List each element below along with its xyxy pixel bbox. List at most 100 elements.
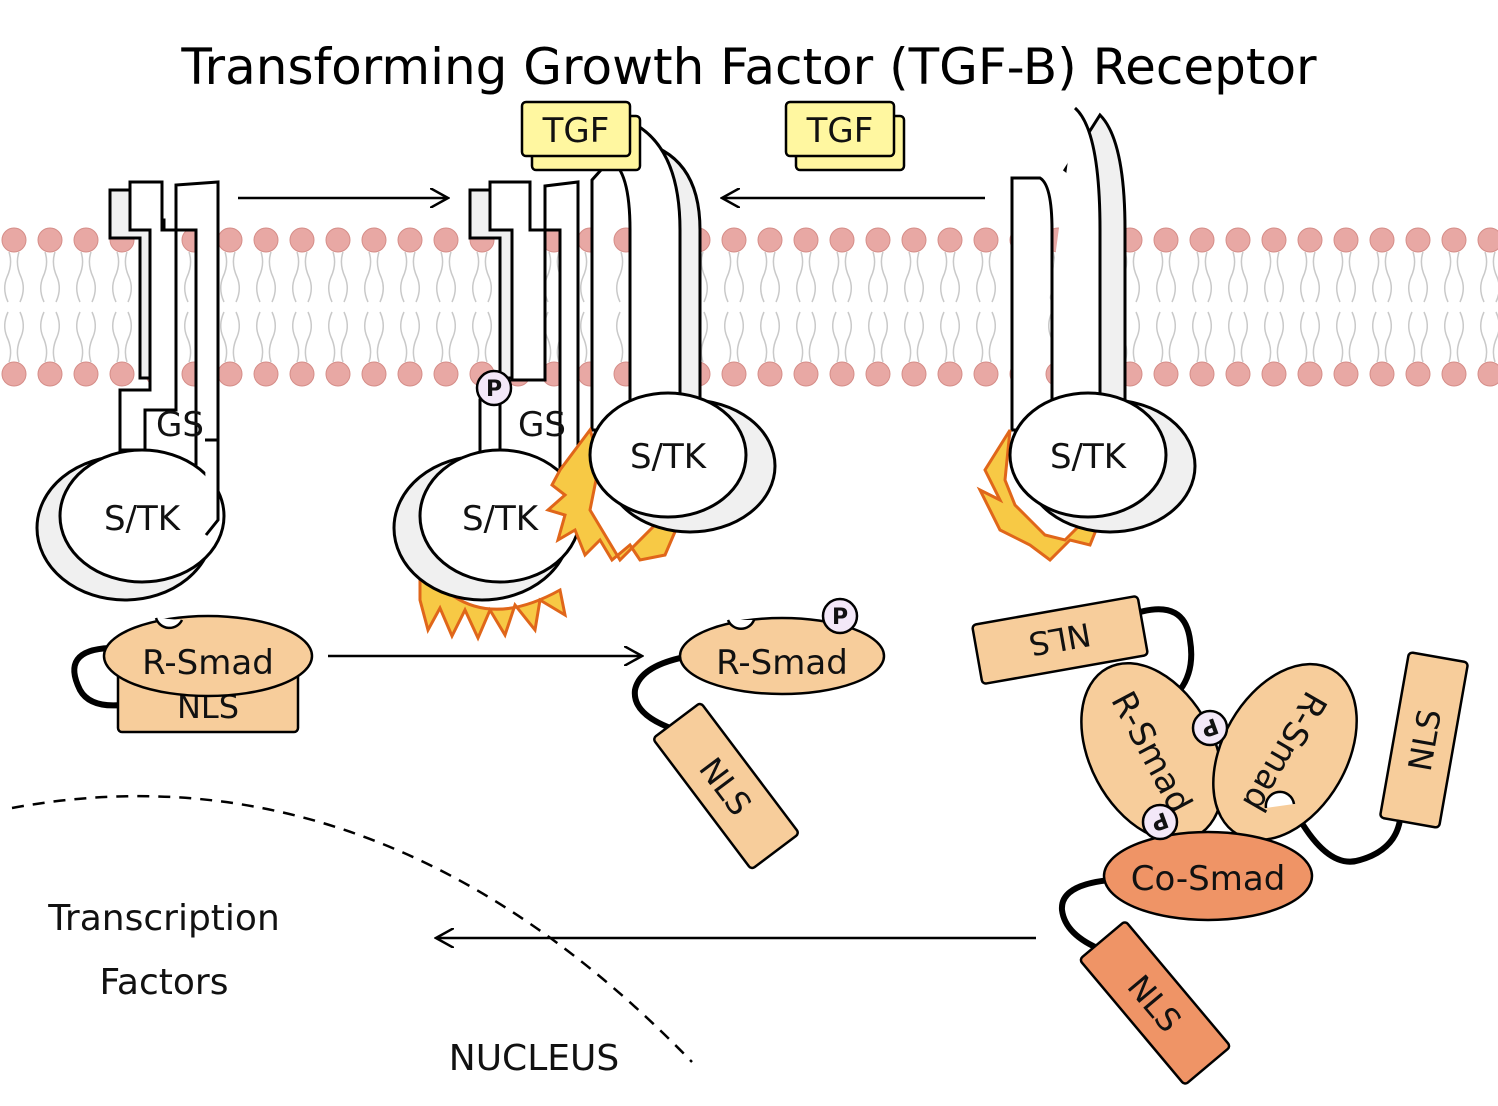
lipid-head [73, 361, 99, 387]
lipid-head [397, 361, 423, 387]
lipid-tail [220, 311, 240, 363]
nuclear-envelope [11, 794, 693, 1063]
lipid-head [289, 361, 315, 387]
transcription-label-line1: Transcription [47, 898, 280, 939]
lipid-head [289, 227, 315, 253]
lipid-head [361, 227, 387, 253]
lipid-head [217, 361, 243, 387]
type-i-receptor-active [468, 180, 580, 472]
lipid-tail [1444, 251, 1464, 303]
lipid-head [1333, 361, 1359, 387]
lipid-head [37, 361, 63, 387]
cell-membrane [1, 227, 1498, 387]
lipid-tail [1228, 311, 1248, 363]
lipid-head [1225, 361, 1251, 387]
lipid-tail [832, 251, 852, 303]
lipid-tail [76, 311, 96, 363]
r-smad-inactive: NLS R-Smad [71, 614, 314, 734]
lipid-tail [400, 251, 420, 303]
lipid-tail [1228, 251, 1248, 303]
lipid-head [361, 361, 387, 387]
lipid-tail [1156, 251, 1176, 303]
lipid-head [397, 227, 423, 253]
lipid-head [37, 227, 63, 253]
page-title: Transforming Growth Factor (TGF-B) Recep… [180, 38, 1317, 96]
lipid-head [1297, 227, 1323, 253]
lipid-tail [40, 311, 60, 363]
lipid-head [1189, 227, 1215, 253]
lipid-tail [904, 311, 924, 363]
lipid-head [1441, 227, 1467, 253]
lipid-tail [1264, 251, 1284, 303]
lipid-head [865, 361, 891, 387]
s-tk-domain-center-right: S/TK [544, 391, 777, 563]
lipid-tail [1156, 311, 1176, 363]
lipid-head [325, 361, 351, 387]
s-tk-domain-right: S/TK [976, 391, 1197, 562]
transcription-label-line2: Factors [100, 962, 229, 1003]
svg-text:TGF: TGF [806, 111, 874, 151]
svg-text:TGF: TGF [542, 111, 610, 151]
lipid-tail [364, 251, 384, 303]
lipid-tail [1372, 251, 1392, 303]
lipid-tail [112, 251, 132, 303]
gs-label-left: GS [156, 405, 204, 445]
co-smad-label: Co-Smad [1131, 859, 1286, 899]
lipid-head [1225, 227, 1251, 253]
lipid-head [433, 227, 459, 253]
lipid-head [1, 361, 27, 387]
lipid-head [217, 227, 243, 253]
lipid-head [829, 361, 855, 387]
lipid-head [793, 361, 819, 387]
lipid-tail [976, 251, 996, 303]
lipid-head [1333, 227, 1359, 253]
lipid-head [1189, 361, 1215, 387]
lipid-head [937, 361, 963, 387]
svg-text:P: P [486, 377, 502, 402]
lipid-head [757, 227, 783, 253]
lipid-head [973, 361, 999, 387]
s-tk-domain-center-left: S/TK GS [392, 405, 582, 642]
r-smad-label-phospho: R-Smad [716, 643, 848, 683]
nucleus-label: NUCLEUS [449, 1038, 619, 1079]
lipid-tail [328, 311, 348, 363]
lipid-head [757, 361, 783, 387]
svg-text:P: P [1148, 806, 1172, 835]
svg-text:P: P [1198, 712, 1222, 741]
lipid-tail [868, 311, 888, 363]
lipid-head [1, 227, 27, 253]
lipid-tail [760, 311, 780, 363]
lipid-tail [220, 251, 240, 303]
lipid-tail [760, 251, 780, 303]
lipid-head [1477, 361, 1498, 387]
smad-complex: NLS NLS NLS R-Smad R-Smad Co-Smad P P [971, 595, 1469, 1085]
lipid-tail [292, 311, 312, 363]
lipid-tail [724, 251, 744, 303]
lipid-head [1261, 227, 1287, 253]
lipid-tail [328, 251, 348, 303]
lipid-head [1405, 361, 1431, 387]
lipid-tail [472, 251, 492, 303]
tgf-ligand-bound: TGF [520, 100, 642, 172]
lipid-tail [940, 311, 960, 363]
lipid-head [901, 227, 927, 253]
phospho-group-gs: P [475, 369, 513, 407]
lipid-head [325, 227, 351, 253]
lipid-head [1369, 361, 1395, 387]
lipid-head [1477, 227, 1498, 253]
lipid-head [253, 361, 279, 387]
s-tk-label-right: S/TK [1050, 437, 1128, 477]
lipid-tail [1408, 251, 1428, 303]
lipid-tail [796, 251, 816, 303]
lipid-tail [1192, 251, 1212, 303]
lipid-head [433, 361, 459, 387]
s-tk-label-left: S/TK [104, 499, 182, 539]
lipid-tail [256, 311, 276, 363]
lipid-tail [76, 251, 96, 303]
lipid-tail [1300, 311, 1320, 363]
lipid-tail [976, 311, 996, 363]
lipid-head [721, 227, 747, 253]
lipid-tail [256, 251, 276, 303]
lipid-tail [1372, 311, 1392, 363]
